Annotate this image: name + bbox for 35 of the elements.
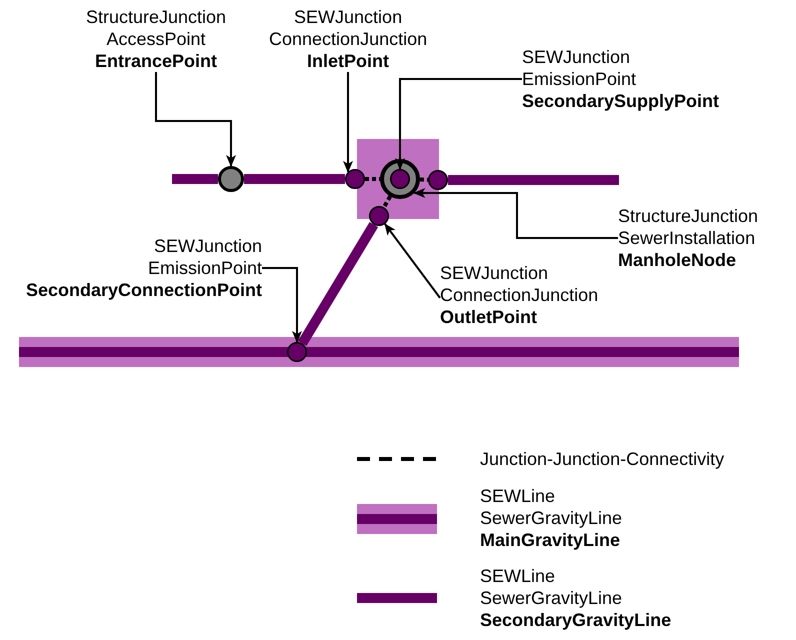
- connectivity-line: [365, 177, 380, 181]
- callout-text: SEWJunction: [294, 6, 402, 28]
- connectivity-line: [420, 178, 428, 182]
- callout-text: EmissionPoint: [148, 257, 262, 279]
- callout-text: OutletPoint: [440, 306, 537, 328]
- leader-line: [155, 72, 236, 167]
- callout-text: StructureJunction: [618, 205, 758, 227]
- callout-text: SEWJunction: [154, 235, 262, 257]
- callout-text: SEWJunction: [522, 46, 630, 68]
- callout-text: SecondaryConnectionPoint: [26, 279, 262, 301]
- callout-text: InletPoint: [307, 50, 390, 72]
- callout-text: ManholeNode: [618, 249, 736, 271]
- legend-label: SEWLine SewerGravityLine SecondaryGravityLine: [480, 565, 672, 631]
- callout-text: ConnectionJunction: [440, 284, 598, 306]
- legend-label: SEWLine SewerGravityLine MainGravityLine: [480, 485, 622, 551]
- leader-line: [262, 267, 302, 343]
- callout-text: ConnectionJunction: [269, 28, 428, 50]
- callout-text: EmissionPoint: [522, 68, 636, 90]
- leader-line: [343, 72, 353, 173]
- legend-label: Junction-Junction-Connectivity: [480, 448, 724, 470]
- callout-text: SEWJunction: [440, 262, 548, 284]
- leader-line: [395, 78, 522, 170]
- pipe-line: [298, 222, 378, 346]
- callout-text: AccessPoint: [106, 28, 206, 50]
- pipe-line: [172, 174, 218, 184]
- pipe-line: [448, 175, 619, 185]
- leader-line: [384, 223, 441, 298]
- callout-text: SecondarySupplyPoint: [522, 90, 720, 112]
- connectivity-line: [382, 195, 392, 208]
- callout-text: EntrancePoint: [95, 50, 218, 72]
- leader-line: [413, 188, 618, 239]
- main-line-band: [19, 337, 739, 367]
- callout-text: SewerInstallation: [618, 227, 756, 249]
- callout-text: StructureJunction: [86, 6, 226, 28]
- pipe-line: [244, 174, 345, 184]
